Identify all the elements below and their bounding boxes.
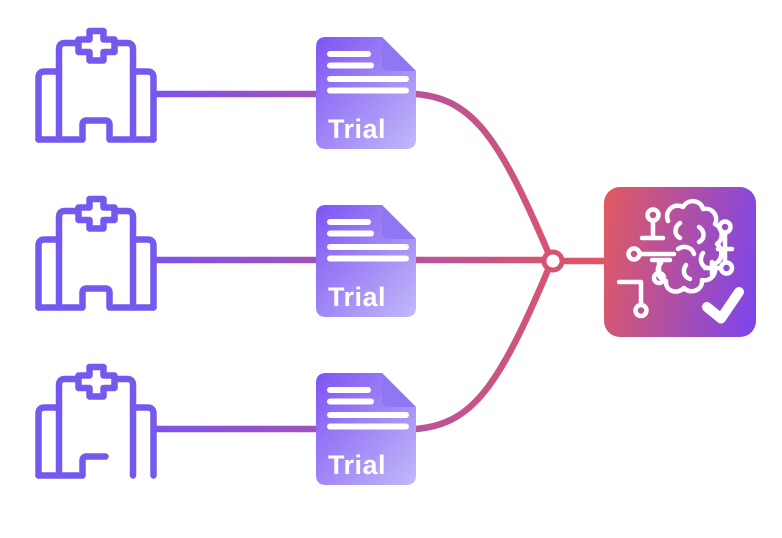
hospital-cross <box>75 27 118 64</box>
checkmark-icon <box>702 287 744 324</box>
document-text-lines <box>327 51 409 94</box>
hospital-cross <box>75 195 118 232</box>
hospital-right-wing <box>129 68 157 143</box>
hospital-left-wing <box>35 236 63 311</box>
hospital-left-facade <box>55 207 80 311</box>
connector-trial1-to-node <box>150 90 552 256</box>
trial-document-icon-2: Trial <box>316 205 416 317</box>
circuit-traces-left <box>616 207 677 319</box>
trial-document-icon-1: Trial <box>316 37 416 149</box>
trial-label: Trial <box>328 450 386 480</box>
hospital-right-wing <box>129 404 157 479</box>
hospital-left-facade <box>55 375 80 479</box>
trial-label: Trial <box>328 282 386 312</box>
document-text-lines <box>327 219 409 262</box>
hospital-right-facade <box>112 207 137 311</box>
hospital-right-wing <box>129 236 157 311</box>
document-fold-corner <box>382 37 416 71</box>
hospital-right-facade <box>112 375 137 479</box>
document-fold-corner <box>382 205 416 239</box>
document-text-lines <box>327 387 409 430</box>
hospital-base-door <box>35 117 157 143</box>
hospital-right-facade <box>112 39 137 143</box>
hospital-left-wing <box>35 404 63 479</box>
ai-module-box <box>604 187 756 337</box>
hospital-base-door <box>35 453 109 479</box>
junction-node-circle <box>541 249 565 273</box>
hospital-base-door <box>35 285 157 311</box>
connector-trial3-to-node <box>150 266 552 433</box>
hospital-left-facade <box>55 39 80 143</box>
brain-outline <box>655 199 724 294</box>
trial-document-icon-3: Trial <box>316 373 416 485</box>
trial-label: Trial <box>328 114 386 144</box>
brain-circuit-icon <box>616 199 744 324</box>
hospital-cross <box>75 363 118 400</box>
document-fold-corner <box>382 373 416 407</box>
hospital-building-icon-1 <box>35 27 157 143</box>
hospital-building-icon-3 <box>35 363 157 479</box>
hospital-left-wing <box>35 68 63 143</box>
hospital-building-icon-2 <box>35 195 157 311</box>
